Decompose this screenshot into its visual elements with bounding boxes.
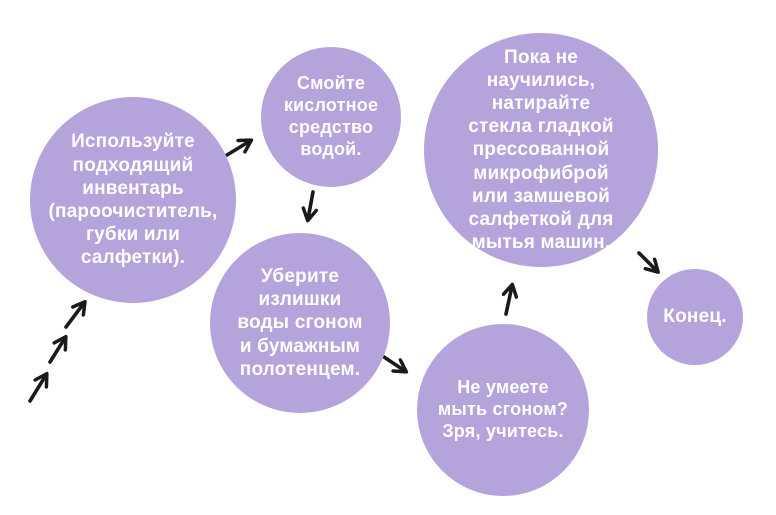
step-text-use-proper-tools: Используйте подходящий инвентарь (парооч… xyxy=(48,131,218,269)
step-bubble-end: Конец. xyxy=(647,269,743,365)
start-arrow-3-icon xyxy=(64,303,84,329)
step-text-end: Конец. xyxy=(663,306,727,328)
step-bubble-polish-with-microfiber: Пока не научились, натирайте стекла глад… xyxy=(424,33,658,267)
step-bubble-remove-excess-water: Уберите излишки воды сгоном и бумажным п… xyxy=(210,233,390,413)
arrow-microfiber-to-end-icon xyxy=(637,251,657,271)
step-bubble-cant-use-squeegee: Не умеете мыть сгоном? Зря, учитесь. xyxy=(417,324,589,496)
start-arrow-2-icon xyxy=(48,338,65,364)
arrow-learn-to-microfiber-icon xyxy=(506,286,512,316)
step-bubble-use-proper-tools: Используйте подходящий инвентарь (парооч… xyxy=(30,97,236,303)
step-text-rinse-acid: Смойте кислотное средство водой. xyxy=(283,73,379,159)
arrow-tools-to-rinse-icon xyxy=(225,141,250,157)
step-bubble-rinse-acid: Смойте кислотное средство водой. xyxy=(261,47,401,187)
step-text-cant-use-squeegee: Не умеете мыть сгоном? Зря, учитесь. xyxy=(437,377,569,441)
step-text-remove-excess-water: Уберите излишки воды сгоном и бумажным п… xyxy=(237,266,363,380)
arrow-squeegee-to-learn-icon xyxy=(382,355,405,371)
step-text-polish-with-microfiber: Пока не научились, натирайте стекла глад… xyxy=(468,46,614,254)
start-arrow-1-icon xyxy=(28,375,46,403)
arrow-rinse-to-squeegee-icon xyxy=(308,190,313,219)
